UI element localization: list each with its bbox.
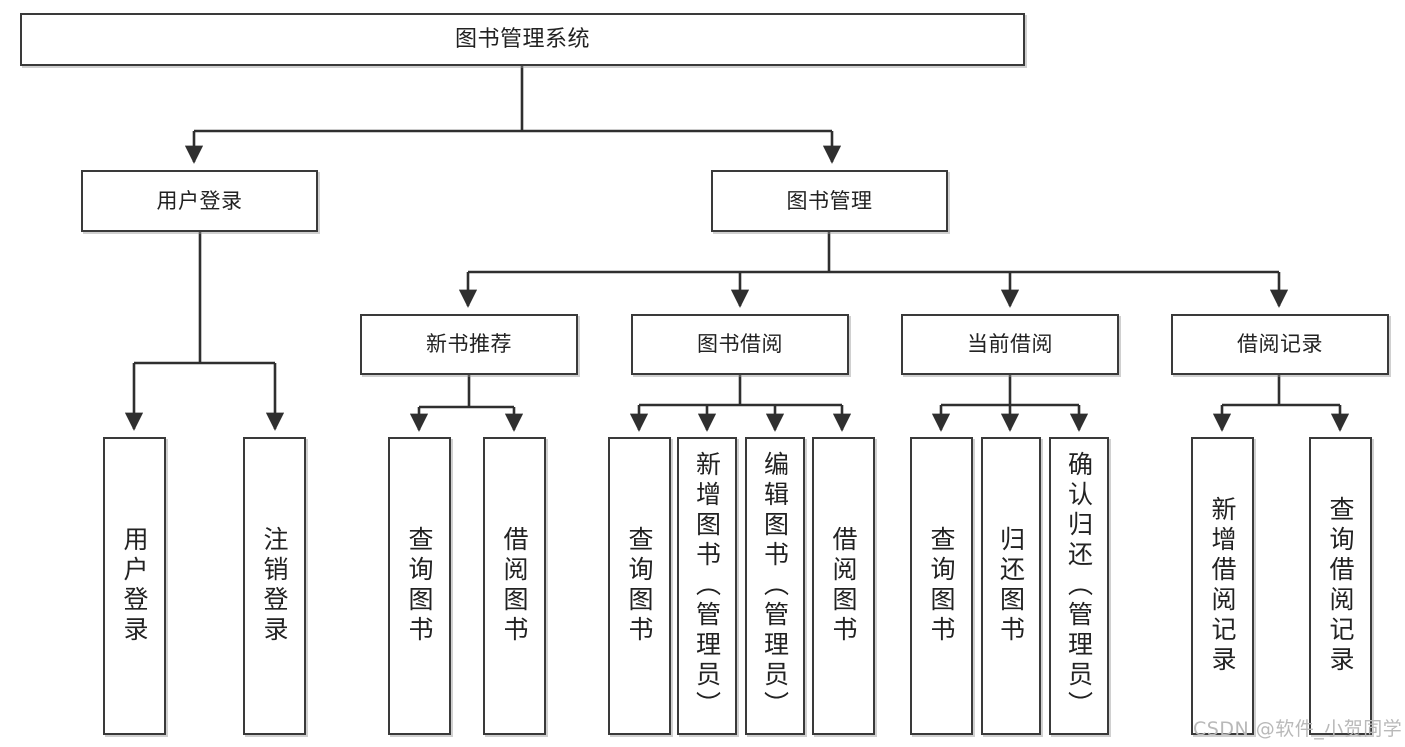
node-current-borrow-label: 当前借阅 (967, 332, 1053, 357)
leaf-query-book-a-label: 查询图书 (405, 526, 434, 646)
leaf-user-login-label: 用户登录 (120, 526, 149, 646)
csdn-watermark: CSDN @软件_小贺同学 (1193, 718, 1403, 740)
node-book-manage-label: 图书管理 (786, 188, 873, 213)
node-new-book-recommend-label: 新书推荐 (426, 332, 512, 357)
leaf-confirm-return-admin-label: 确认归还（管理员） (1064, 451, 1094, 721)
node-user-login-label: 用户登录 (156, 188, 243, 213)
node-book-borrow-label: 图书借阅 (697, 332, 783, 357)
node-current-borrow[interactable]: 当前借阅 (901, 314, 1119, 375)
node-borrow-record[interactable]: 借阅记录 (1171, 314, 1389, 375)
leaf-return-book[interactable]: 归还图书 (981, 437, 1041, 735)
leaf-add-book-admin-label: 新增图书（管理员） (692, 451, 722, 721)
leaf-query-book-a[interactable]: 查询图书 (388, 437, 451, 735)
leaf-logout-label: 注销登录 (260, 526, 289, 646)
leaf-add-borrow-record[interactable]: 新增借阅记录 (1191, 437, 1254, 735)
leaf-query-borrow-record[interactable]: 查询借阅记录 (1309, 437, 1372, 735)
leaf-edit-book-admin-label: 编辑图书（管理员） (760, 451, 790, 721)
leaf-query-book-c-label: 查询图书 (927, 526, 956, 646)
leaf-user-login[interactable]: 用户登录 (103, 437, 166, 735)
node-new-book-recommend[interactable]: 新书推荐 (360, 314, 578, 375)
leaf-add-borrow-record-label: 新增借阅记录 (1208, 496, 1237, 676)
node-book-borrow[interactable]: 图书借阅 (631, 314, 849, 375)
leaf-confirm-return-admin[interactable]: 确认归还（管理员） (1049, 437, 1109, 735)
leaf-query-borrow-record-label: 查询借阅记录 (1326, 496, 1355, 676)
leaf-return-book-label: 归还图书 (996, 526, 1026, 646)
leaf-query-book-c[interactable]: 查询图书 (910, 437, 973, 735)
leaf-query-book-b[interactable]: 查询图书 (608, 437, 671, 735)
leaf-logout[interactable]: 注销登录 (243, 437, 306, 735)
node-root-system-label: 图书管理系统 (454, 26, 590, 52)
node-borrow-record-label: 借阅记录 (1237, 332, 1323, 357)
leaf-edit-book-admin[interactable]: 编辑图书（管理员） (745, 437, 805, 735)
leaf-borrow-book-b[interactable]: 借阅图书 (812, 437, 875, 735)
leaf-query-book-b-label: 查询图书 (625, 526, 654, 646)
node-root-system[interactable]: 图书管理系统 (20, 13, 1025, 66)
leaf-add-book-admin[interactable]: 新增图书（管理员） (677, 437, 737, 735)
node-book-manage[interactable]: 图书管理 (711, 170, 948, 232)
leaf-borrow-book-b-label: 借阅图书 (829, 526, 858, 646)
node-user-login[interactable]: 用户登录 (81, 170, 318, 232)
leaf-borrow-book-a-label: 借阅图书 (500, 526, 529, 646)
leaf-borrow-book-a[interactable]: 借阅图书 (483, 437, 546, 735)
